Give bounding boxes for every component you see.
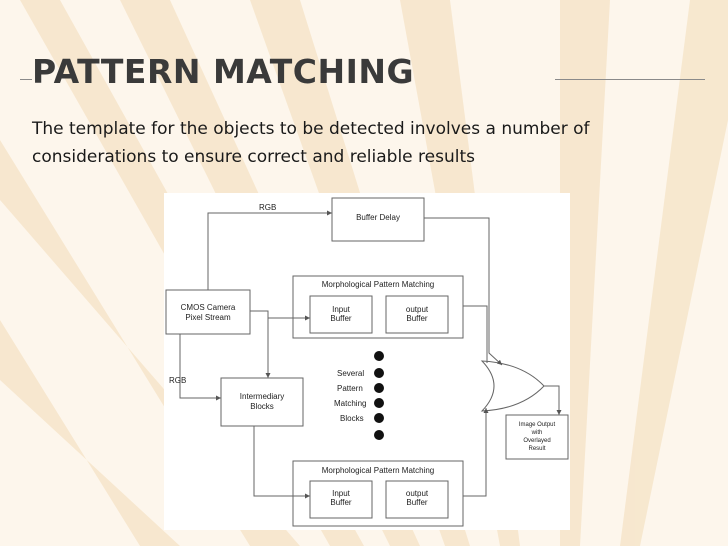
title-rule-right (555, 79, 705, 80)
intermediary-box (220, 377, 304, 427)
title-rule-left (20, 79, 32, 80)
top-output-label-2: Buffer (406, 314, 428, 323)
intermediary-label-1: Intermediary (240, 392, 284, 401)
or-gate (480, 360, 545, 412)
bottom-output-label-1: output (406, 489, 429, 498)
top-input-label-2: Buffer (330, 314, 352, 323)
several-label: Several (337, 369, 364, 378)
dot (374, 398, 384, 408)
pattern-label: Pattern (337, 384, 363, 393)
bottom-input-label-1: Input (332, 489, 351, 498)
morph-top-title: Morphological Pattern Matching (322, 280, 435, 289)
cmos-label-2: Pixel Stream (185, 313, 231, 322)
bottom-input-buffer-box (309, 480, 373, 519)
buffer-delay-box (331, 197, 425, 242)
morph-top-box (292, 275, 464, 339)
top-input-buffer-box (309, 295, 373, 334)
buffer-delay-label: Buffer Delay (356, 213, 400, 222)
dot (374, 430, 384, 440)
diagram-svg: RGB Buffer Delay Morphological Pattern M… (165, 197, 569, 527)
dot (374, 413, 384, 423)
blocks-label: Blocks (340, 414, 364, 423)
top-output-label-1: output (406, 305, 429, 314)
output-label-4: Result (528, 446, 545, 452)
output-label-1: Image Output (519, 422, 556, 428)
intermediary-label-2: Blocks (250, 402, 274, 411)
rgb-left-label: RGB (169, 376, 186, 385)
morph-bottom-title: Morphological Pattern Matching (322, 466, 435, 475)
output-label-2: with (531, 430, 543, 436)
morph-bottom-box (292, 460, 464, 527)
pattern-matching-diagram: RGB Buffer Delay Morphological Pattern M… (164, 193, 570, 530)
slide-title: Pattern Matching (32, 52, 415, 91)
dot (374, 368, 384, 378)
bottom-input-label-2: Buffer (330, 498, 352, 507)
rgb-top-label: RGB (259, 203, 276, 212)
dot (374, 383, 384, 393)
dot (374, 351, 384, 361)
image-output-box (505, 414, 569, 460)
bottom-output-buffer-box (385, 480, 449, 519)
matching-label: Matching (334, 399, 366, 408)
slide-body-text: The template for the objects to be detec… (32, 119, 590, 167)
bottom-output-label-2: Buffer (406, 498, 428, 507)
top-input-label-1: Input (332, 305, 351, 314)
cmos-camera-box (165, 289, 251, 335)
cmos-label-1: CMOS Camera (181, 303, 236, 312)
output-label-3: Overlayed (523, 438, 550, 444)
top-output-buffer-box (385, 295, 449, 334)
